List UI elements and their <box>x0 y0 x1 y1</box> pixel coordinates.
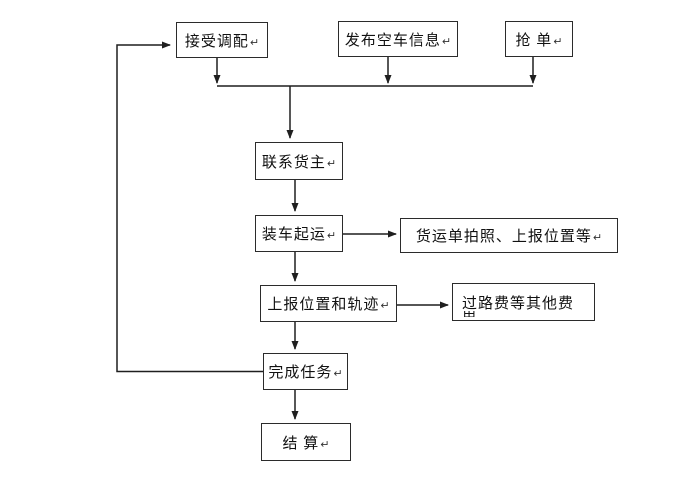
node-tolls-other-fees: 过路费等其他费 用 <box>452 283 595 321</box>
node-waybill-photo-report-location: 货运单拍照、上报位置等↵ <box>400 218 618 253</box>
return-mark-icon: ↵ <box>553 34 563 48</box>
node-load-and-ship: 装车起运↵ <box>255 215 343 252</box>
node-publish-empty-truck-info: 发布空车信息↵ <box>338 21 458 57</box>
node-contact-cargo-owner: 联系货主↵ <box>255 142 343 180</box>
node-report-location-trajectory: 上报位置和轨迹↵ <box>260 285 397 322</box>
node-label: 装车起运 <box>261 227 326 243</box>
return-mark-icon: ↵ <box>333 367 343 380</box>
node-label: 接受调配 <box>184 33 249 50</box>
return-mark-icon: ↵ <box>326 156 337 170</box>
edge-complete-to-accept <box>116 41 263 373</box>
return-mark-icon: ↵ <box>441 34 452 48</box>
clipped-overflow-char: 用 <box>462 311 477 317</box>
node-label: 货运单拍照、上报位置等 <box>415 229 592 245</box>
node-label: 发布空车信息 <box>344 32 441 49</box>
return-mark-icon: ↵ <box>249 35 260 49</box>
node-complete-task: 完成任务↵ <box>263 353 348 390</box>
node-accept-dispatch: 接受调配↵ <box>176 22 268 58</box>
node-label: 抢 单 <box>515 32 553 49</box>
return-mark-icon: ↵ <box>326 229 337 242</box>
return-mark-icon: ↵ <box>592 231 603 244</box>
node-label: 过路费等其他费 <box>462 295 575 312</box>
node-grab-order: 抢 单↵ <box>505 21 573 57</box>
node-label: 上报位置和轨迹 <box>267 297 380 313</box>
return-mark-icon: ↵ <box>380 299 390 312</box>
return-mark-icon: ↵ <box>320 437 330 451</box>
node-label: 完成任务 <box>268 365 333 381</box>
node-settlement: 结 算↵ <box>261 423 351 461</box>
node-label: 联系货主 <box>261 154 326 171</box>
node-label: 结 算 <box>282 435 320 452</box>
